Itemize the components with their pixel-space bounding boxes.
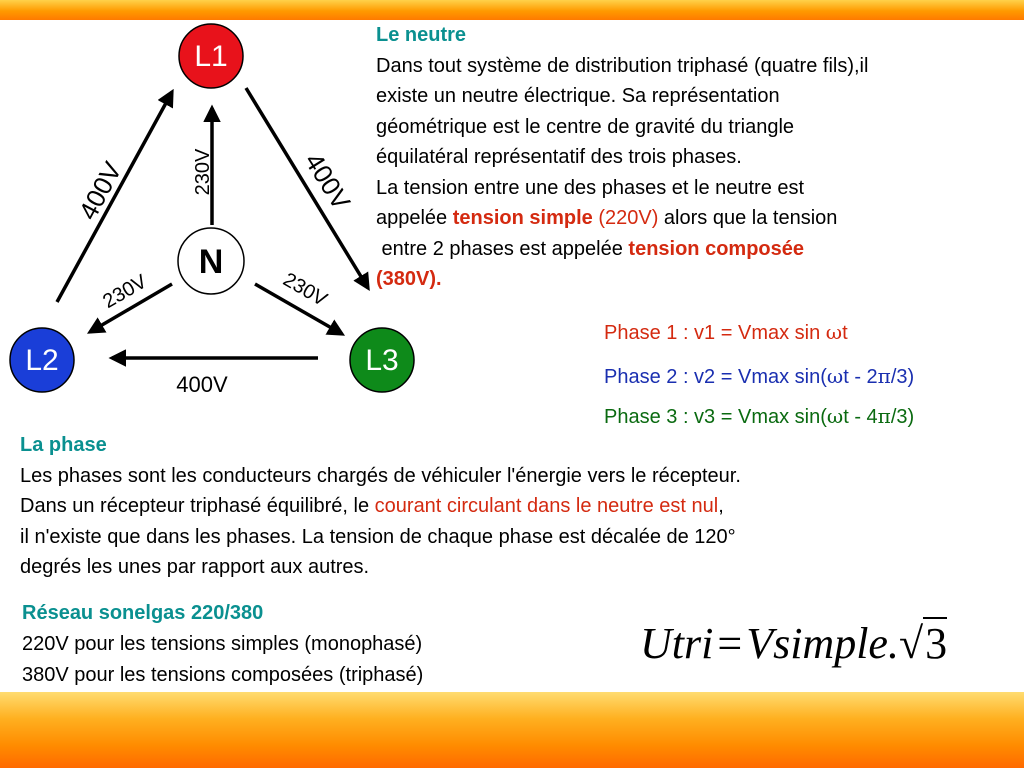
node-l2	[9, 327, 75, 393]
phase-section-text: ,	[718, 495, 724, 517]
neutre-text: entre 2 phases est appelée	[376, 237, 629, 260]
phase-section-line: Les phases sont les conducteurs chargés …	[20, 464, 741, 487]
pi-symbol: π	[877, 404, 891, 428]
phase-2-text-end: /3)	[890, 366, 915, 388]
neutre-line: équilatéral représentatif des trois phas…	[376, 146, 742, 168]
node-l3	[349, 327, 415, 393]
node-l3-label: L3	[365, 344, 398, 377]
formula-rhs: Vsimple.	[746, 619, 899, 668]
neutre-title: Le neutre	[376, 24, 467, 46]
phase-3-text-mid: t - 4	[843, 406, 878, 428]
phase-1-text-end: t	[842, 322, 848, 344]
neutre-text: appelée	[376, 207, 453, 229]
phase-3-text: Phase 3 : v3 = Vmax sin(	[604, 406, 827, 428]
neutre-line: appelée tension simple (220V) alors que …	[376, 203, 868, 234]
neutre-line: existe un neutre électrique. Sa représen…	[376, 85, 780, 107]
neutre-line: entre 2 phases est appelée tension compo…	[376, 234, 868, 265]
phase-3-equation: Phase 3 : v3 = Vmax sin(ωt - 4π/3)	[604, 404, 914, 429]
node-l2-label: L2	[25, 344, 58, 377]
tension-simple-term: tension simple	[452, 207, 593, 229]
voltage-label-n-l1: 230V	[192, 148, 214, 195]
arrow-l2-to-l1	[55, 88, 174, 303]
voltage-label-l3-l2: 400V	[176, 372, 228, 397]
phase-section-text: Dans un récepteur triphasé équilibré, le	[20, 495, 375, 517]
phase-section-line: degrés les unes par rapport aux autres.	[20, 556, 370, 578]
sqrt-icon: √	[898, 619, 924, 668]
neutre-line: géométrique est le centre de gravité du …	[376, 115, 795, 138]
phase-2-equation: Phase 2 : v2 = Vmax sin(ωt - 2π/3)	[604, 364, 914, 389]
top-decorative-bar	[0, 0, 1024, 20]
voltage-label-n-l3: 230V	[279, 269, 331, 312]
node-l1-label: L1	[194, 40, 227, 73]
formula-radicand: 3	[923, 617, 948, 668]
voltage-label-l1-l3: 400V	[299, 148, 357, 216]
omega-symbol: ω	[826, 364, 844, 388]
phase-3-text-end: /3)	[890, 406, 915, 428]
phase-section-line: il n'existe que dans les phases. La tens…	[20, 525, 736, 548]
node-neutral-label: N	[199, 243, 224, 281]
node-l1	[178, 23, 244, 89]
formula-lhs: Utri	[640, 619, 714, 668]
arrow-n-to-l3	[254, 282, 346, 336]
phase-2-text: Phase 2 : v2 = Vmax sin(	[604, 366, 827, 388]
phase-2-text-mid: t - 2	[843, 366, 878, 388]
reseau-title: Réseau sonelgas 220/380	[22, 602, 264, 624]
neutral-current-note: courant circulant dans le neutre est nul	[374, 495, 719, 517]
neutre-section: Le neutre Dans tout système de distribut…	[376, 20, 868, 295]
neutre-line: Dans tout système de distribution tripha…	[376, 54, 869, 77]
phase-section: La phase Les phases sont les conducteurs…	[20, 430, 741, 583]
formula-equals: =	[717, 619, 743, 668]
neutre-text: alors que la tension	[658, 207, 838, 229]
omega-symbol: ω	[825, 320, 843, 344]
bottom-decorative-bar	[0, 692, 1024, 768]
reseau-line: 220V pour les tensions simples (monophas…	[22, 633, 423, 655]
reseau-section: Réseau sonelgas 220/380 220V pour les te…	[22, 598, 423, 691]
omega-symbol: ω	[826, 404, 844, 428]
tension-composee-term: tension composée	[628, 237, 805, 260]
phase-section-title: La phase	[20, 434, 107, 456]
phase-1-text: Phase 1 : v1 = Vmax sin	[604, 322, 826, 344]
arrow-n-to-l2	[86, 282, 173, 334]
arrow-l1-to-l3	[244, 87, 370, 291]
phase-section-line: Dans un récepteur triphasé équilibré, le…	[20, 491, 741, 522]
tension-simple-value: (220V)	[592, 207, 659, 229]
pi-symbol: π	[877, 364, 891, 388]
neutre-line: La tension entre une des phases et le ne…	[376, 176, 805, 199]
formula-utri: Utri=Vsimple.√3	[640, 617, 948, 669]
node-neutral	[177, 227, 245, 295]
voltage-label-n-l2: 230V	[99, 270, 151, 313]
tension-composee-value: (380V).	[376, 268, 442, 290]
reseau-line: 380V pour les tensions composées (tripha…	[22, 664, 424, 686]
phase-1-equation: Phase 1 : v1 = Vmax sin ωt	[604, 320, 848, 345]
